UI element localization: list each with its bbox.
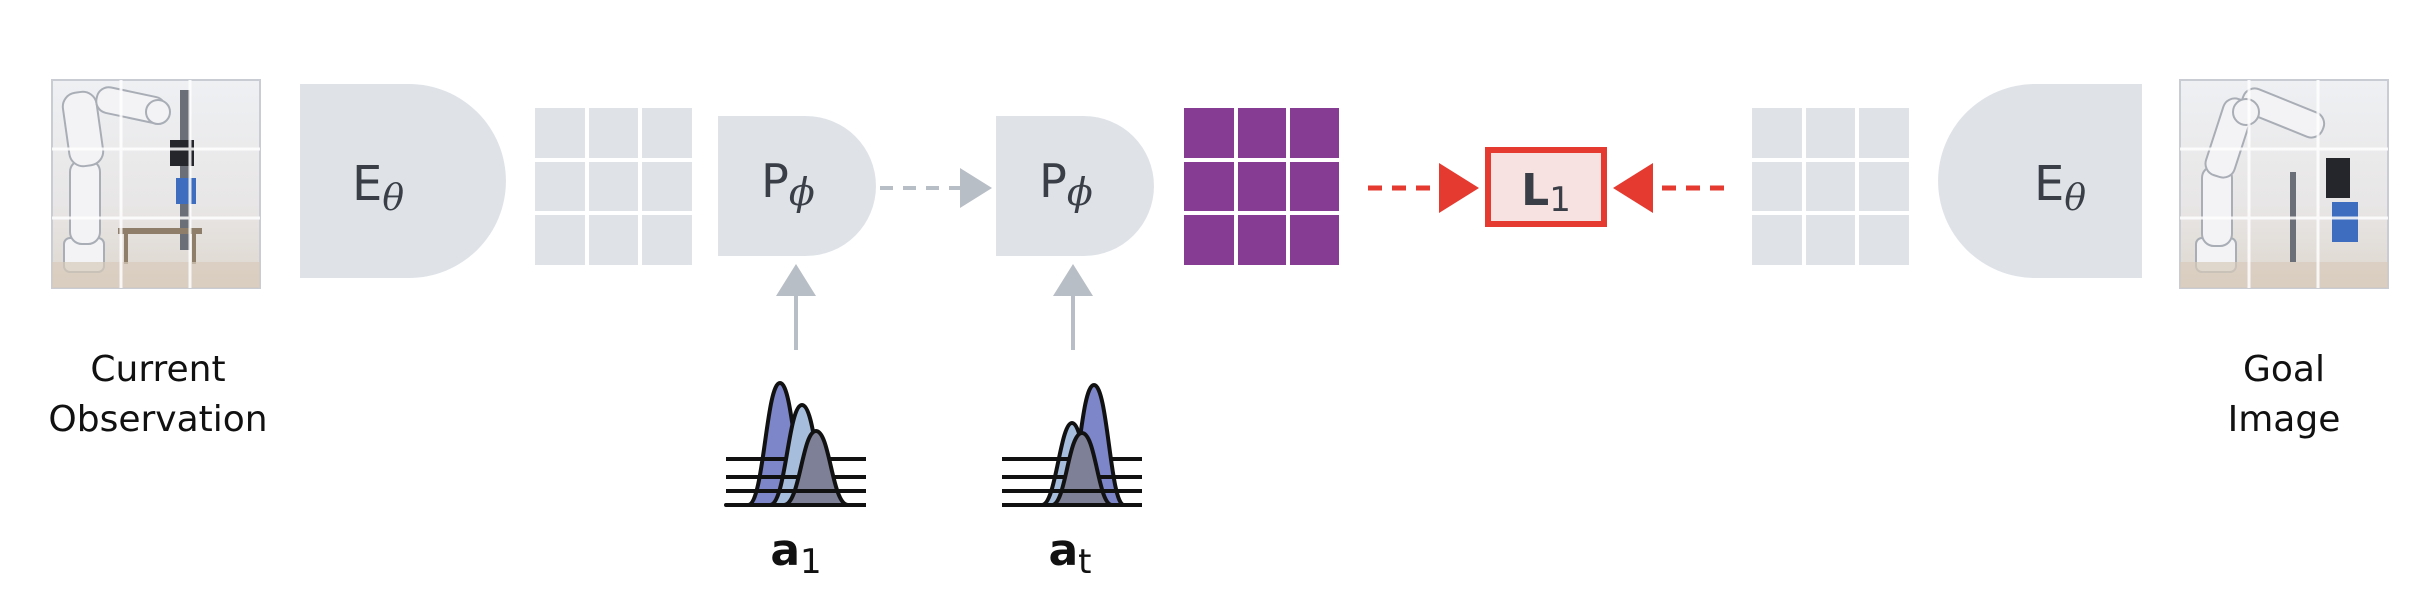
goal-image-label-line2: Image (2228, 399, 2341, 440)
encoder-right-block (1938, 84, 2142, 278)
predictor-t-label: Pϕ (1039, 154, 1093, 214)
action-t-label: at (1048, 525, 1091, 582)
action-t-distribution-icon (1002, 383, 1142, 507)
loss-box (1485, 147, 1607, 227)
current-observation-image (51, 79, 261, 289)
loss-label: L1 (1521, 165, 1571, 220)
predictor-t-block (996, 116, 1154, 256)
encoder-right-label: Eθ (2034, 156, 2086, 219)
predictor-1-block (718, 116, 876, 256)
goal-image (2179, 79, 2389, 289)
current-observation-label-line1: Current (90, 349, 225, 390)
latent-grid-goal (1752, 108, 1909, 265)
action-1-distribution-icon (724, 381, 866, 507)
action-1-label: a1 (770, 525, 821, 582)
goal-image-label-line1: Goal (2243, 349, 2325, 390)
predicted-latent-grid (1184, 108, 1339, 265)
predictor-1-label: Pϕ (761, 154, 815, 214)
latent-grid-current (535, 108, 692, 265)
current-observation-label-line2: Observation (48, 399, 267, 440)
encoder-left-label: Eθ (352, 156, 404, 219)
encoder-left-block (300, 84, 506, 278)
